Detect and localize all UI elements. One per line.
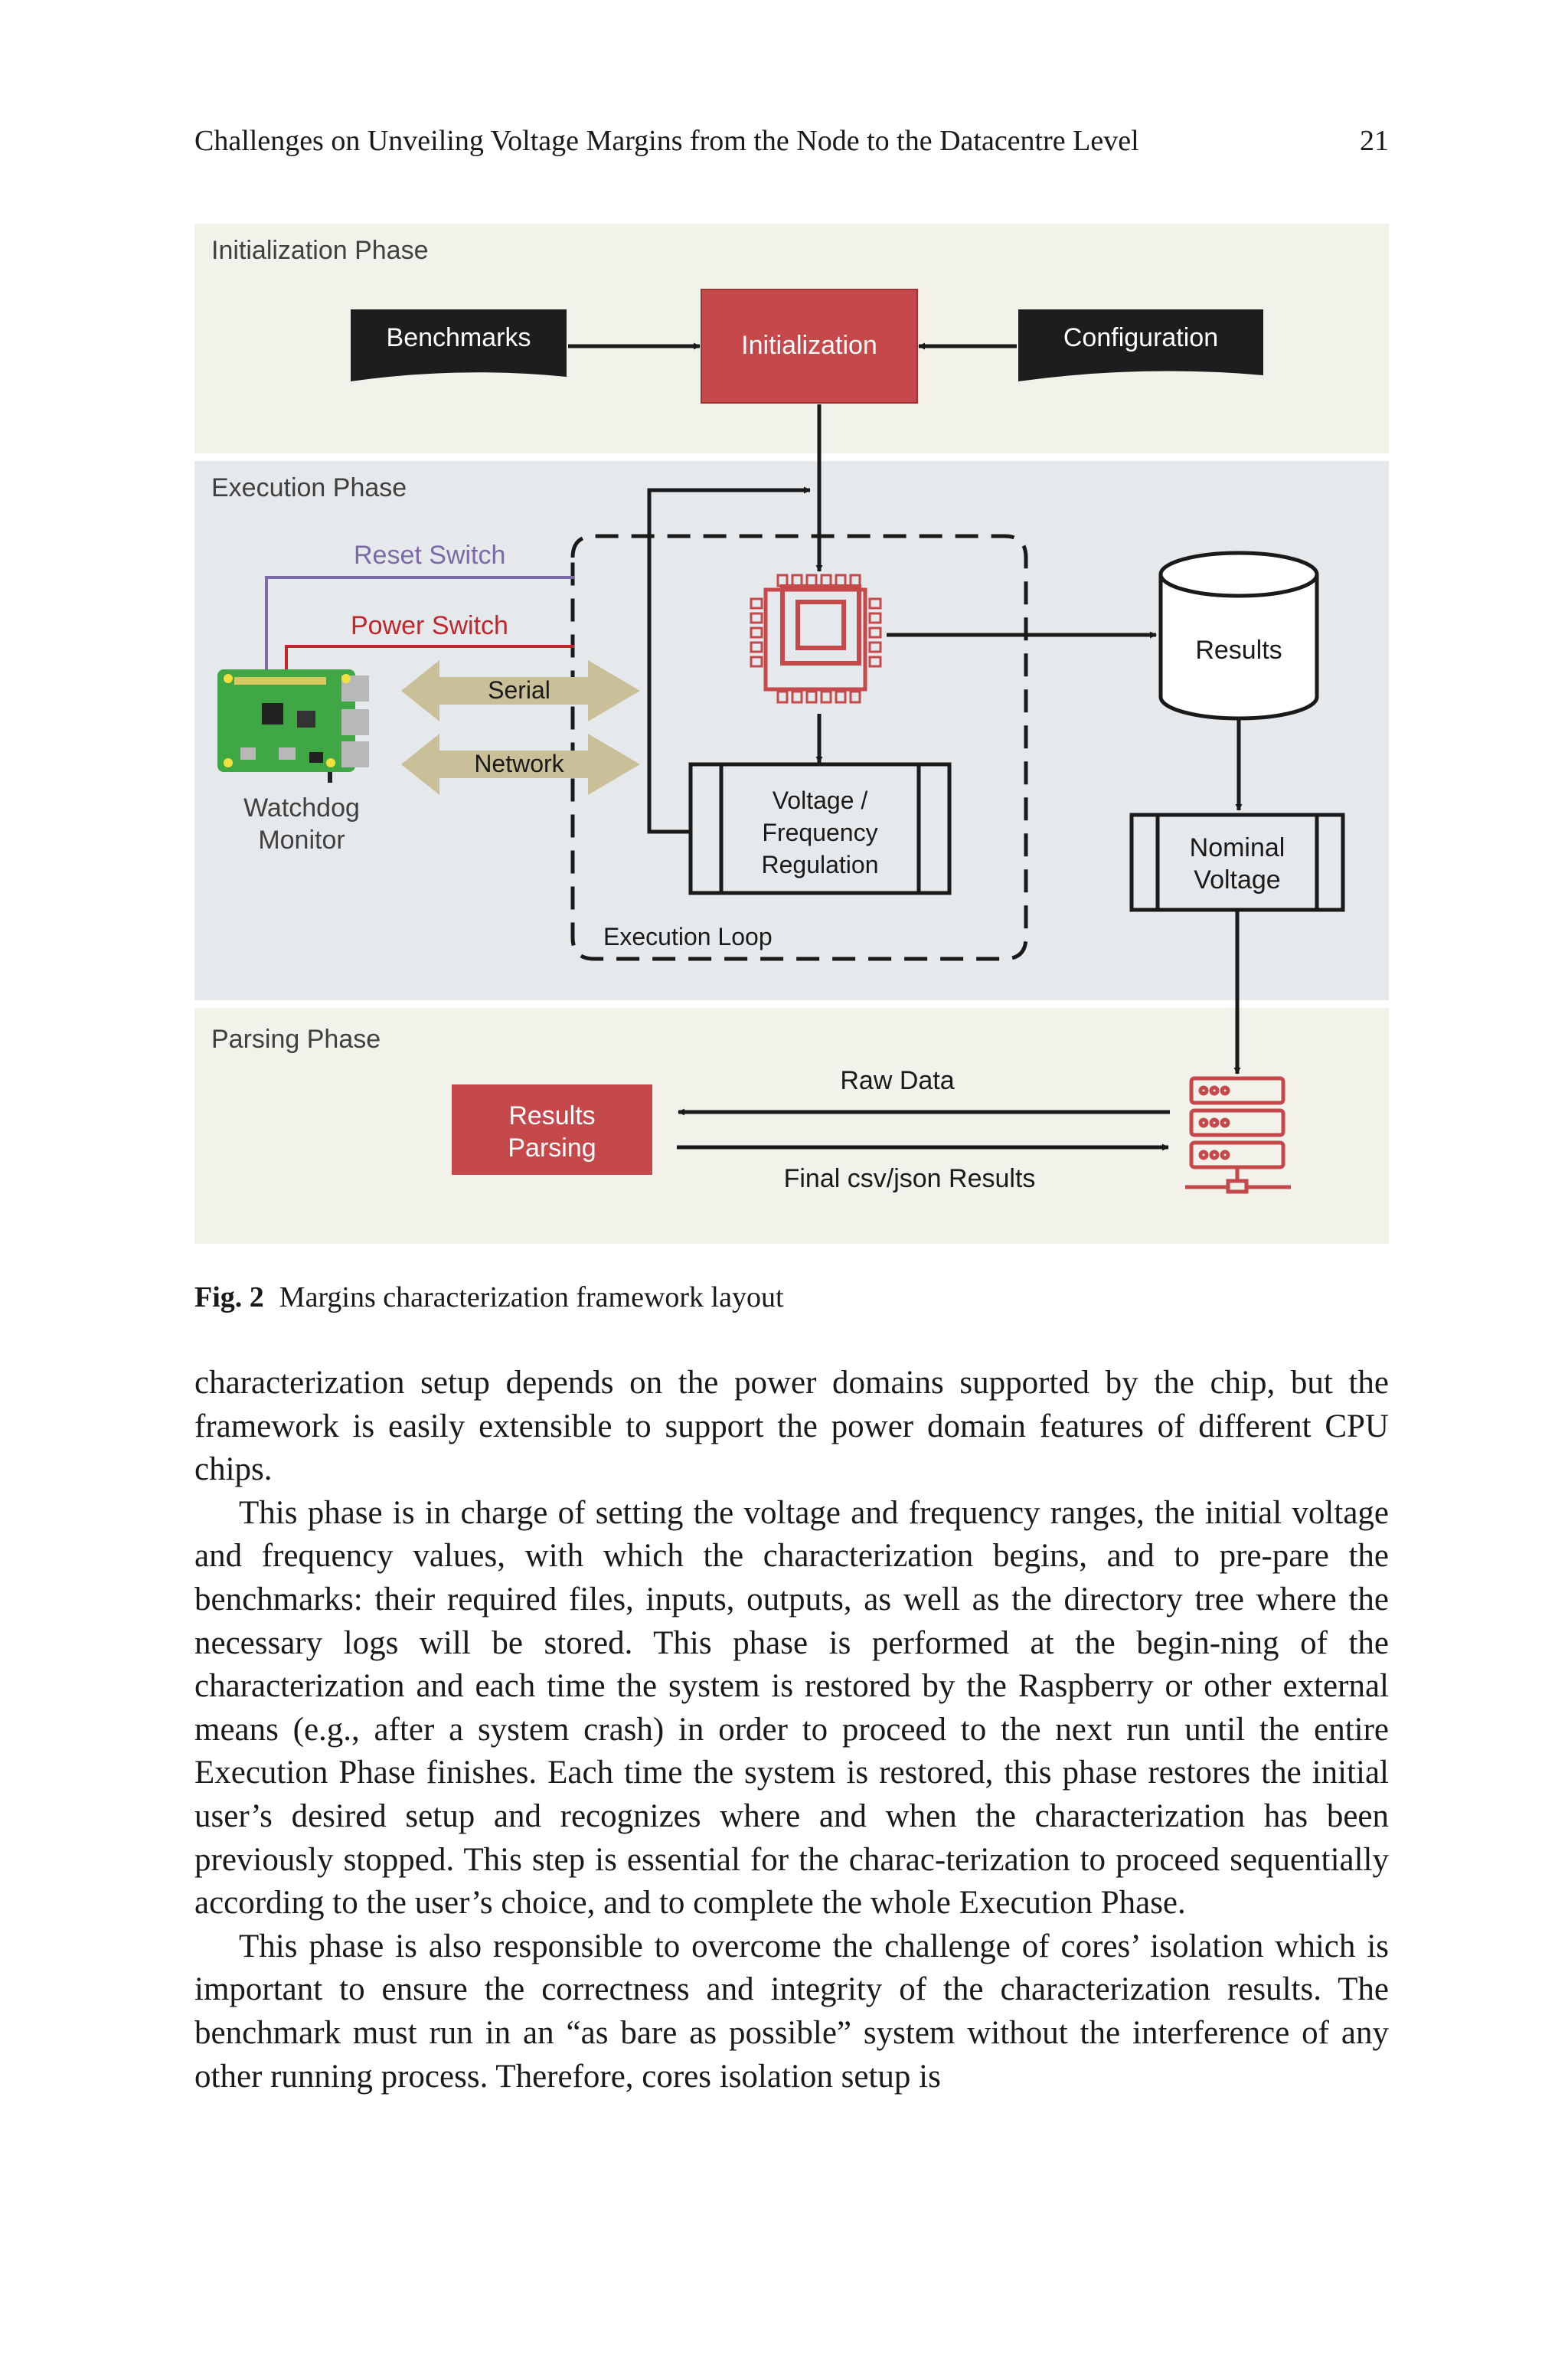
execution-loop-border [570, 534, 1028, 961]
figure-caption: Fig. 2 Margins characterization framework… [194, 1281, 1389, 1314]
body-text: characterization setup depends on the po… [194, 1362, 1389, 2098]
nominal-voltage-box: Nominal Voltage [1129, 813, 1345, 912]
parse-phase-label: Parsing Phase [211, 1025, 381, 1054]
results-parsing-line1: Results [508, 1101, 595, 1130]
page-number: 21 [1360, 125, 1389, 157]
initialization-label: Initialization [741, 331, 877, 360]
results-db-label: Results [1195, 636, 1282, 665]
init-phase-label: Initialization Phase [211, 236, 429, 265]
power-switch-label: Power Switch [351, 611, 508, 640]
results-parsing-box: Results Parsing [452, 1084, 652, 1175]
configuration-box: Configuration [1018, 309, 1263, 381]
framework-figure: Initialization Phase Execution Phase Par… [194, 224, 1389, 1244]
arrow-vf-loopback [647, 486, 811, 834]
initialization-box: Initialization [701, 289, 918, 404]
paragraph-3: This phase is also responsible to overco… [194, 1928, 1389, 2095]
vf-label-line3: Regulation [762, 851, 879, 878]
serial-double-arrow: Serial [401, 660, 640, 721]
raspberry-pi-board-icon [217, 669, 369, 783]
running-title: Challenges on Unveiling Voltage Margins … [194, 125, 1139, 157]
vf-label-line1: Voltage / [773, 787, 868, 814]
execution-loop-label: Execution Loop [603, 923, 773, 950]
paragraph-1: characterization setup depends on the po… [194, 1365, 1389, 1488]
figure-caption-label: Fig. 2 [194, 1281, 264, 1313]
cpu-chip-icon [750, 574, 882, 704]
benchmarks-box: Benchmarks [351, 309, 567, 381]
nominal-label-line1: Nominal [1190, 833, 1285, 862]
figure-caption-text: Margins characterization framework layou… [279, 1281, 784, 1313]
watchdog-label-line2: Monitor [258, 826, 345, 855]
paragraph-2: This phase is in charge of setting the v… [194, 1494, 1389, 1922]
results-parsing-line2: Parsing [508, 1133, 596, 1163]
database-cylinder-icon: Results [1158, 551, 1319, 721]
serial-label: Serial [488, 676, 550, 704]
network-label: Network [474, 750, 564, 777]
server-rack-icon [1185, 1076, 1291, 1194]
running-header: Challenges on Unveiling Voltage Margins … [194, 124, 1389, 162]
raw-data-label: Raw Data [840, 1066, 954, 1095]
configuration-label: Configuration [1063, 323, 1218, 352]
reset-switch-label: Reset Switch [354, 541, 505, 570]
network-double-arrow: Network [401, 734, 640, 795]
benchmarks-label: Benchmarks [387, 323, 531, 352]
reset-switch-line [265, 576, 574, 675]
power-switch-line [285, 645, 574, 675]
final-results-label: Final csv/json Results [784, 1164, 1036, 1193]
vf-regulation-box: Voltage / Frequency Regulation [688, 762, 952, 895]
exec-phase-label: Execution Phase [211, 473, 407, 502]
nominal-label-line2: Voltage [1194, 865, 1280, 895]
vf-label-line2: Frequency [762, 819, 877, 846]
watchdog-label-line1: Watchdog [243, 793, 360, 823]
